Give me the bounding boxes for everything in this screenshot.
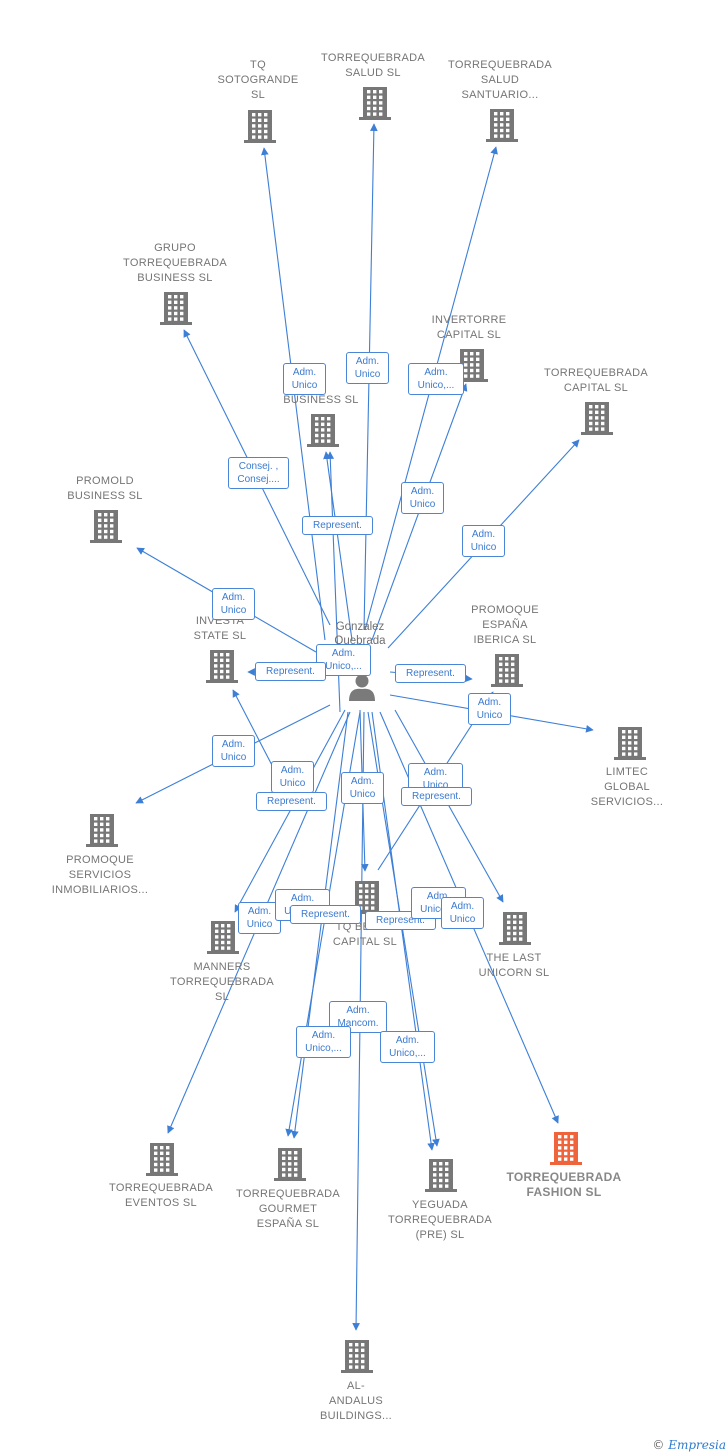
building-icon-grupo[interactable] (160, 292, 192, 325)
edge-line (394, 709, 504, 903)
edge-label-tq-beach[interactable]: Adm. Unico (341, 772, 384, 804)
node-label-salud-santuario: TORREQUEBRADA SALUD SANTUARIO... (448, 59, 552, 101)
building-icon-invertorre[interactable] (456, 349, 488, 382)
building-icon-promoque-serv[interactable] (86, 814, 118, 847)
edge-label-represent-top[interactable]: Represent. (302, 516, 373, 535)
edges-layer (135, 123, 594, 1331)
edge-label-gourmet[interactable]: Adm. Unico,... (296, 1026, 351, 1058)
node-label-limtec: LIMTEC GLOBAL SERVICIOS... (590, 766, 664, 808)
edge-label-iberica[interactable]: Represent. (395, 664, 466, 683)
node-label-promold: PROMOLD BUSINESS SL (67, 475, 143, 502)
node-label-tq-sotogrande: TQ SOTOGRANDE SL (217, 59, 299, 101)
node-label-fashion: TORREQUEBRADA FASHION SL (506, 1170, 622, 1199)
node-label-yeguada: YEGUADA TORREQUEBRADA (PRE) SL (388, 1199, 492, 1241)
building-icon-fashion[interactable] (550, 1132, 582, 1165)
edge-label-manners-a[interactable]: Adm. Unico (271, 761, 314, 793)
edge-label-promoque-servicios[interactable]: Adm. Unico (212, 735, 255, 767)
building-icon-promoque-iberica[interactable] (491, 654, 523, 687)
copyright-icon: © (652, 1438, 665, 1452)
edge-label-tq-business[interactable]: Adm. Unico (283, 363, 326, 395)
edge-label-unicorn-b[interactable]: Represent. (401, 787, 472, 806)
building-icon-tq-business[interactable] (307, 414, 339, 447)
edge-label-limtec[interactable]: Adm. Unico (468, 693, 511, 725)
node-label-al-andalus: AL- ANDALUS BUILDINGS... (319, 1380, 393, 1422)
edge-label-salud[interactable]: Adm. Unico (346, 352, 389, 384)
footer-brand[interactable]: © Empresia (652, 1438, 726, 1452)
node-label-tq-business: I BUSINESS SL (283, 379, 359, 406)
edge-label-capital[interactable]: Adm. Unico (462, 525, 505, 557)
edge-label-investa[interactable]: Represent. (255, 662, 326, 681)
building-icon-yeguada[interactable] (425, 1159, 457, 1192)
building-icon-al-andalus[interactable] (341, 1340, 373, 1373)
building-icon-last-unicorn[interactable] (499, 912, 531, 945)
edge-label-eventos[interactable]: Adm. Unico (238, 902, 281, 934)
edge-line (234, 709, 346, 913)
building-icon-gourmet[interactable] (274, 1148, 306, 1181)
building-icon-promold[interactable] (90, 510, 122, 543)
building-icon-investa[interactable] (206, 650, 238, 683)
building-icon-salud[interactable] (359, 87, 391, 120)
edge-label-center[interactable]: Adm. Unico,... (316, 644, 371, 676)
edge-label-fashion-b[interactable]: Adm. Unico (441, 897, 484, 929)
building-icon-tq-sotogrande[interactable] (244, 110, 276, 143)
icons-layer (86, 87, 646, 1373)
person-icon[interactable] (349, 674, 375, 702)
edge-label-grupo[interactable]: Consej. , Consej.... (228, 457, 289, 489)
node-label-promoque-servicios: PROMOQUE SERVICIOS INMOBILIARIOS... (51, 854, 149, 896)
building-icon-salud-santuario[interactable] (486, 109, 518, 142)
node-label-capital: TORREQUEBRADA CAPITAL SL (544, 367, 648, 394)
node-label-gourmet: TORREQUEBRADA GOURMET ESPAÑA SL (236, 1188, 340, 1230)
brand-name: Empresia (668, 1438, 726, 1452)
node-label-eventos: TORREQUEBRADA EVENTOS SL (109, 1182, 213, 1209)
edge-label-manners-b[interactable]: Represent. (256, 792, 327, 811)
edge-label-santuario[interactable]: Adm. Unico (401, 482, 444, 514)
edge-label-beach-b[interactable]: Represent. (290, 905, 361, 924)
edge-line (291, 711, 349, 1139)
node-label-torrequebrada-salud: TORREQUEBRADA SALUD SL (321, 52, 425, 79)
node-label-manners: MANNERS TORREQUEBRADA SL (170, 961, 274, 1003)
edge-label-promold[interactable]: Adm. Unico (212, 588, 255, 620)
node-label-promoque-iberica: PROMOQUE ESPAÑA IBERICA SL (471, 604, 539, 646)
edge-line (323, 451, 353, 641)
node-label-invertorre: INVERTORRE CAPITAL SL (431, 314, 507, 341)
edge-label-yeguada[interactable]: Adm. Unico,... (380, 1031, 435, 1063)
building-icon-eventos[interactable] (146, 1143, 178, 1176)
node-label-grupo-business: GRUPO TORREQUEBRADA BUSINESS SL (123, 242, 227, 284)
edge-label-invertorre[interactable]: Adm. Unico,... (408, 363, 464, 395)
building-icon-manners[interactable] (207, 921, 239, 954)
building-icon-limtec[interactable] (614, 727, 646, 760)
node-label-last-unicorn: THE LAST UNICORN SL (478, 952, 550, 979)
building-icon-capital[interactable] (581, 402, 613, 435)
